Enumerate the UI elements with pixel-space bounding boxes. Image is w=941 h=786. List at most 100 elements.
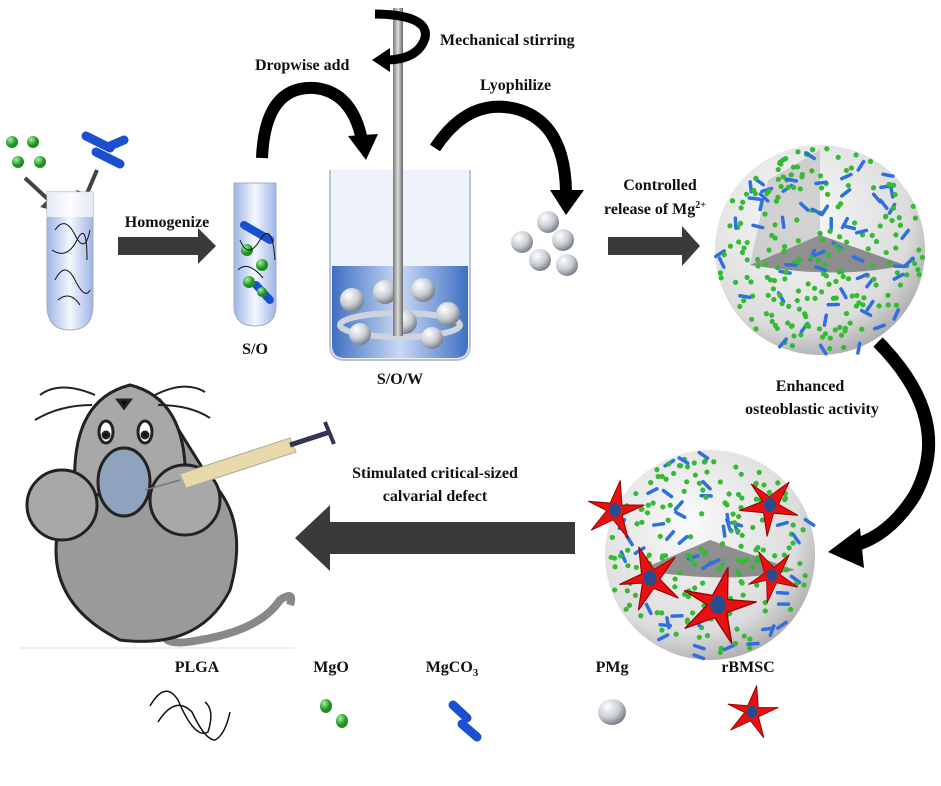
- mgo-dot: [871, 276, 877, 282]
- mgo-dot: [786, 303, 792, 309]
- mgo-dot: [753, 175, 759, 181]
- mgco3-rod: [892, 308, 900, 321]
- mgo-dot: [791, 184, 797, 191]
- mgo-dot: [727, 243, 734, 249]
- mgo-dot: [782, 496, 788, 503]
- mgo-dot: [696, 634, 702, 640]
- mgo-dot: [612, 564, 618, 570]
- mgo-dot: [784, 567, 790, 573]
- mgco3-rod: [879, 198, 889, 211]
- mgo-dot: [782, 276, 788, 282]
- mgo-dot: [760, 547, 766, 553]
- mgo-dot: [783, 156, 789, 162]
- mgo-dot: [839, 268, 845, 274]
- mgo-dot: [790, 522, 796, 528]
- release-label-2: release of Mg2+: [604, 200, 706, 218]
- mgco3-rod: [717, 256, 726, 269]
- mgo-dot: [687, 534, 694, 540]
- microsphere-icon: [598, 699, 626, 725]
- mgo-dot: [873, 282, 879, 288]
- mgo-dot: [633, 490, 639, 497]
- cell-nucleus: [766, 568, 778, 582]
- mgo-dot: [748, 316, 755, 322]
- mgo-dot: [835, 204, 841, 210]
- mgo-dot: [755, 263, 761, 269]
- lyophilize-arrow: [429, 100, 584, 215]
- mgo-dot: [845, 276, 852, 282]
- mgo-dot: [759, 517, 766, 523]
- mgco3-rod: [677, 456, 690, 465]
- rbmsc-cells: [587, 480, 799, 645]
- homogenize-label: Homogenize: [125, 214, 209, 231]
- mgo-dot: [718, 275, 724, 281]
- surface-particles: [608, 450, 816, 661]
- mgo-dot: [692, 585, 698, 591]
- mgo-dot: [797, 560, 803, 567]
- mgo-dot: [762, 599, 768, 606]
- mgco3-rod: [784, 177, 799, 183]
- implant-arrow: [295, 505, 575, 571]
- mgo-dot: [802, 573, 808, 579]
- mgo-dot: [739, 495, 745, 501]
- test-tube-1: [46, 191, 94, 331]
- green-particle-icon: [320, 699, 348, 728]
- mgo-dot: [659, 627, 665, 633]
- mgco3-rod: [722, 643, 736, 652]
- mgo-dot: [893, 232, 899, 238]
- mgo-dot: [781, 243, 788, 250]
- mgo-dot: [824, 146, 830, 152]
- mgo-dot: [843, 310, 850, 317]
- mgo-dot: [815, 257, 821, 264]
- mgco3-rod: [761, 626, 775, 632]
- mgo-dot: [633, 564, 639, 571]
- mgo-dot: [860, 302, 866, 308]
- mgo-dot: [744, 274, 750, 280]
- mgo-dot: [904, 272, 910, 278]
- mgo-dot: [747, 636, 753, 642]
- mgo-dot: [791, 333, 797, 339]
- mgo-dot: [704, 633, 711, 639]
- mgo-dot: [634, 521, 640, 527]
- mgo-dot: [736, 513, 742, 520]
- mgco3-rod: [619, 550, 627, 564]
- mgco3-rod: [692, 653, 706, 661]
- mgco3-rod: [818, 343, 828, 356]
- mgo-dot: [673, 631, 679, 637]
- mgo-dot: [717, 479, 723, 485]
- mgo-dot: [751, 187, 757, 193]
- mgo-dot: [883, 249, 889, 256]
- mgo-dot: [886, 181, 892, 188]
- mgco3-rod: [799, 201, 810, 213]
- mgo-dot: [753, 496, 759, 502]
- mgo-dot: [812, 295, 818, 301]
- osteoblastic-arrow: [828, 337, 936, 568]
- mgo-dot: [672, 584, 678, 590]
- mgo-dot: [766, 247, 772, 253]
- mgo-dot: [771, 296, 777, 303]
- mgo-dot: [832, 327, 838, 333]
- mgo-dot: [741, 245, 747, 251]
- mgco3-rod: [840, 216, 850, 230]
- mgo-dot: [691, 460, 697, 466]
- mgo-dot: [827, 228, 833, 234]
- mgo-dot: [740, 592, 746, 598]
- mgo-dot: [827, 335, 833, 341]
- mgco3-rod: [651, 522, 666, 527]
- mgo-dot: [859, 232, 866, 238]
- mgo-dot: [739, 532, 745, 538]
- mgo-dot: [735, 528, 741, 534]
- mgo-dot: [842, 325, 848, 331]
- mgco3-rod: [881, 172, 895, 178]
- mgo-dot: [727, 223, 733, 229]
- mgo-dot: [741, 298, 747, 304]
- mgo-dot: [732, 279, 739, 285]
- cell-nucleus: [643, 570, 657, 586]
- mgo-dot: [837, 324, 843, 331]
- mgo-dot: [722, 500, 728, 506]
- mgo-dot: [672, 576, 678, 582]
- mgco3-rod: [646, 487, 659, 496]
- mgo-dot: [833, 295, 839, 301]
- mgo-dot: [726, 491, 732, 497]
- mgo-dot: [837, 234, 843, 240]
- mgo-dot: [805, 281, 811, 287]
